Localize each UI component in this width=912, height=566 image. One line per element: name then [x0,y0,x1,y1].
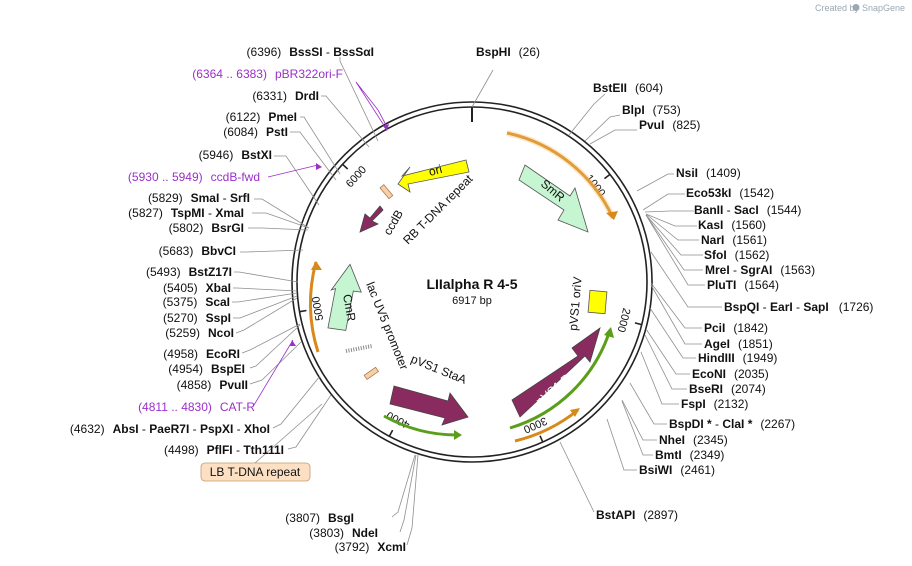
site-bseri: BseRI(2074) [689,382,766,396]
primer-cat-r: (4811 .. 4830)CAT-R [138,400,255,414]
site-bspdi-clai: BspDI * - ClaI *(2267) [669,417,795,431]
smr-feature [518,164,589,233]
tick-label-5000: 5000 [310,295,326,321]
site-agei: AgeI(1851) [704,337,773,351]
site-xbai: (5405)XbaI [163,281,231,295]
lac-uv5-label: lac UV5 promoter [363,280,411,372]
site-hindiii: HindIII(1949) [698,351,777,365]
watermark-created-by: Created by [815,3,860,13]
tick-mark-1000 [603,173,611,180]
lb-tdna-leader [254,403,323,464]
site-bsssi: (6396)BssSI - BssSαI [247,45,374,59]
site-eco53ki: Eco53kI(1542) [686,186,774,200]
site-pmei: (6122)PmeI [226,110,297,124]
tick-label-6000: 6000 [344,164,369,190]
plasmid-size: 6917 bp [452,295,492,307]
primer-ccdb-fwd: (5930 .. 5949)ccdB-fwd [128,170,260,184]
site-banii-saci: BanII - SacI(1544) [694,203,801,217]
snapgene-logo-icon [852,4,860,11]
site-pflfi-tth111i: (4498)PflFI - Tth111I [164,443,284,457]
site-bsiwi: BsiWI(2461) [639,463,715,477]
site-bsteii: BstEII(604) [593,81,663,95]
site-bsgi: (3807)BsgI [285,511,354,525]
site-kasi: KasI(1560) [698,218,766,232]
site-pvuii: (4858)PvuII [177,378,248,392]
tick-mark-6000 [341,163,349,170]
pvs1-staa-label: pVS1 StaA [409,352,469,387]
primer-pbr322ori-f: (6364 .. 6383)pBR322ori-F [192,67,343,81]
site-smai-srfi: (5829)SmaI - SrfI [148,191,250,205]
site-nsii: NsiI(1409) [676,166,741,180]
repa-arc-head [604,327,614,338]
site-sfoi: SfoI(1562) [704,248,769,262]
cmr-arc-head [311,261,322,270]
pvs1-repa-feature [511,327,601,418]
site-bstxi: (5946)BstXI [199,148,272,162]
staa-direction-arc [383,414,459,437]
site-ecori: (4958)EcoRI [163,347,240,361]
site-bstz17i: (5493)BstZ17I [146,265,232,279]
site-drdi: (6331)DrdI [252,89,319,103]
site-blpi: BlpI(753) [622,103,681,117]
site-bmti: BmtI(2349) [655,448,724,462]
site-sspi: (5270)SspI [163,311,231,325]
ori-feature [397,159,470,193]
primer-markers [290,124,389,346]
cmr-label: CmR [340,293,359,323]
site-econi: EcoNI(2035) [692,367,769,381]
site-mrei-sgrai: MreI - SgrAI(1563) [705,263,815,277]
tick-mark-4000 [388,429,394,437]
primer-labels: (6364 .. 6383)pBR322ori-F (5930 .. 5949)… [128,67,343,414]
repa-direction-arc [509,329,612,430]
cmr-feature [327,263,362,331]
site-bsphi: BspHI(26) [476,45,540,59]
snapgene-watermark: Created by SnapGene [815,3,905,13]
site-bbvci: (5683)BbvCI [159,244,236,258]
tick-label-2000: 2000 [615,307,633,334]
ccdb-label: ccdB [380,207,405,237]
smr-direction-arc [506,131,615,219]
tick-mark-2000 [634,322,642,326]
smr-direction-arc-glow [506,130,616,220]
site-fspi: FspI(2132) [681,397,748,411]
lac-uv5-feature [345,344,373,353]
site-pluti: PluTI(1564) [707,278,779,292]
site-labels: BspHI(26) BstEII(604) BlpI(753) PvuI(825… [476,45,873,522]
smr-arc-head [606,211,618,220]
site-bspqi: BspQI - EarI - SapI(1726) [724,300,873,314]
site-scai: (5375)ScaI [163,295,230,309]
site-xcmi: (3792)XcmI [335,540,406,554]
ccdb-feature [359,205,384,233]
staa-arc-head [454,430,462,440]
tick-mark-3000 [539,435,544,443]
site-bspei: (4954)BspEI [168,362,245,376]
site-pvui: PvuI(825) [639,118,700,132]
tick-mark-5000 [299,309,307,313]
cmr-direction-arc [308,261,320,353]
site-absi-xhoi: (4632)AbsI - PaeR7I - PspXI - XhoI [70,422,270,436]
site-labels-left: (3792)XcmI (3803)NdeI (3807)BsgI (4498)P… [70,45,406,554]
oriv-arc-head [570,408,580,417]
site-ncoi: (5259)NcoI [165,326,234,340]
ori-label: ori [427,162,444,179]
rb-tdna-feature [379,184,394,200]
site-psti: (6084)PstI [223,125,288,139]
lb-tdna-marker [363,366,380,381]
site-bsrgi: (5802)BsrGI [169,221,244,235]
plasmid-name: LIIalpha R 4-5 [426,276,517,292]
site-tspmi-xmai: (5827)TspMI - XmaI [128,206,244,220]
site-leader-lines [232,57,722,546]
watermark-brand: SnapGene [862,3,905,13]
lb-tdna-label: LB T-DNA repeat [210,465,301,479]
site-ndei: (3803)NdeI [309,526,378,540]
site-bstapi: BstAPI(2897) [596,508,678,522]
pvs1-oriv-label: pVS1 oriV [566,276,585,331]
pvs1-staa-feature [389,385,469,426]
site-nari: NarI(1561) [701,233,767,247]
pvs1-oriv-feature [587,289,608,315]
site-nhei: NheI(2345) [659,433,728,447]
site-pcii: PciI(1842) [704,321,768,335]
primer-leader-lines [253,81,387,406]
